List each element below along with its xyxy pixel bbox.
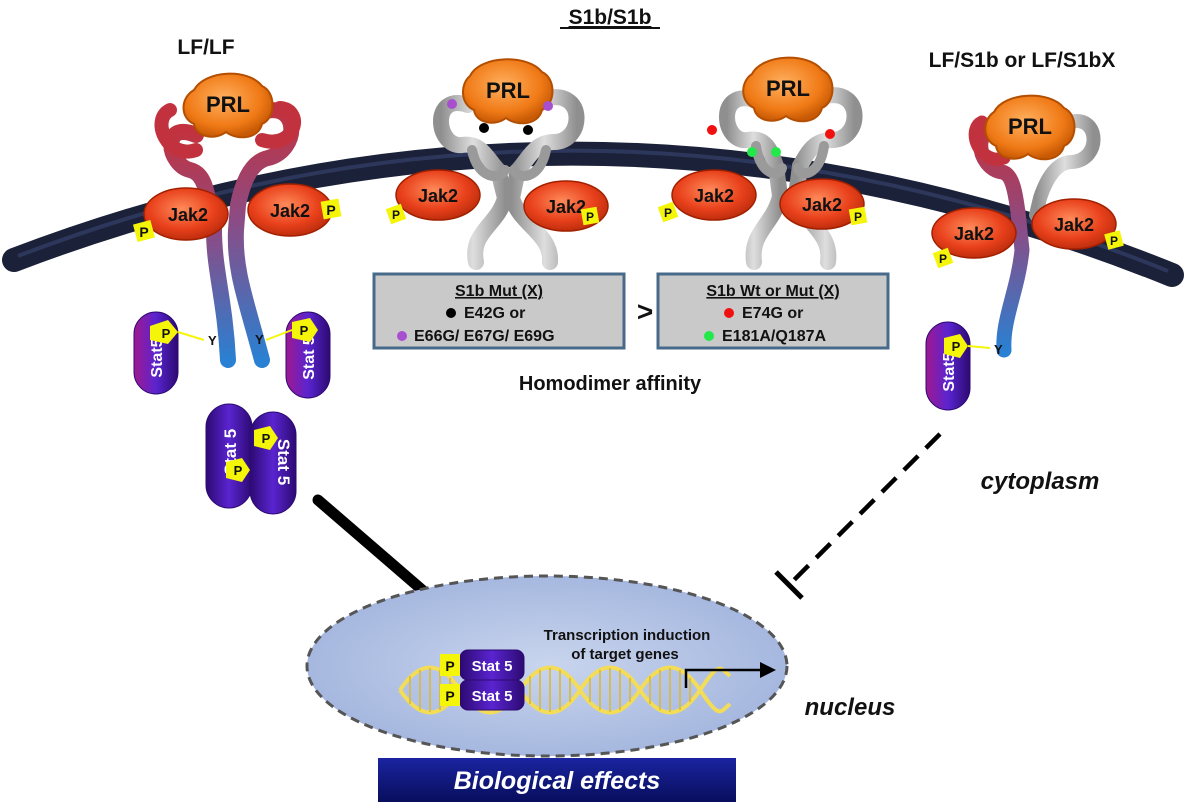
prl-ligand-3 xyxy=(742,56,834,123)
biological-effects-label: Biological effects xyxy=(454,767,661,795)
stat5-label-4: Stat5 xyxy=(941,352,958,391)
phospho-nuc-b: P xyxy=(445,688,454,704)
complex-s1b-wt: PRL Jak2 Jak2 P P xyxy=(657,56,868,270)
prl-label-2: PRL xyxy=(486,78,530,103)
phospho-2b: P xyxy=(586,210,594,224)
jak2-label-4a: Jak2 xyxy=(954,224,994,244)
mutation-box-right-line2: E181A/Q187A xyxy=(722,328,827,345)
stat5-nuclear-label-b: Stat 5 xyxy=(472,688,513,705)
phospho-1b: P xyxy=(326,202,335,218)
transcription-label-line2: of target genes xyxy=(571,646,679,663)
prl-ligand-2 xyxy=(462,58,554,125)
tyrosine-1b: Y xyxy=(255,332,264,347)
complex-s1b-mut: PRL Jak2 Jak2 P P xyxy=(385,58,609,270)
stat5-dimer-nuclear: Stat 5 Stat 5 P P xyxy=(440,649,525,711)
tyrosine-4: Y xyxy=(994,342,1003,357)
jak2-label-3a: Jak2 xyxy=(694,186,734,206)
phospho-4b: P xyxy=(1110,234,1118,248)
phospho-4a: P xyxy=(939,252,947,266)
heading-s1b-s1b: S1b/S1b xyxy=(569,6,652,29)
phospho-1a: P xyxy=(139,224,148,240)
jak2-4b xyxy=(1031,198,1117,250)
mut-dot-purple-2b xyxy=(543,101,553,111)
jak2-label-2b: Jak2 xyxy=(546,197,586,217)
phospho-3a: P xyxy=(664,206,672,220)
jak2-label-1a: Jak2 xyxy=(168,205,208,225)
heading-lf-s1b: LF/S1b or LF/S1bX xyxy=(929,49,1116,72)
stat5-dimer-label-1b: Stat 5 xyxy=(274,439,293,485)
stat5-label-1b: Stat 5 xyxy=(301,336,318,380)
mutation-box-right: S1b Wt or Mut (X) E74G or E181A/Q187A xyxy=(656,272,890,350)
prl-ligand-4 xyxy=(984,94,1076,161)
mut-dot-black-2a xyxy=(479,123,489,133)
mut-dot-green-3a xyxy=(747,147,757,157)
prl-label-4: PRL xyxy=(1008,114,1052,139)
mut-dot-purple-2a xyxy=(447,99,457,109)
jak2-3b xyxy=(779,178,865,230)
inhibition-line xyxy=(788,432,942,586)
mut-dot-red-3b xyxy=(825,129,835,139)
heading-lf-lf: LF/LF xyxy=(177,36,234,59)
affinity-comparator: > xyxy=(637,296,653,327)
stat5-label-1a: Stat5 xyxy=(149,338,166,377)
nucleus-label: nucleus xyxy=(805,694,896,721)
prl-ligand-1 xyxy=(182,72,274,139)
phospho-4c: P xyxy=(952,339,961,354)
jak2-label-2a: Jak2 xyxy=(418,186,458,206)
tyrosine-1a: Y xyxy=(208,333,217,348)
mutation-box-left-line1: E42G or xyxy=(464,305,525,322)
mutation-box-left-line2: E66G/ E67G/ E69G xyxy=(414,328,555,345)
complex-lf-lf: PRL Jak2 Jak2 P P Stat5 P Y Stat 5 P Y S… xyxy=(132,72,342,515)
legend-dot-red xyxy=(724,308,734,318)
jak2-1a xyxy=(143,187,229,241)
phospho-1d: P xyxy=(300,323,309,338)
phospho-nuc-a: P xyxy=(445,658,454,674)
legend-dot-black xyxy=(446,308,456,318)
transcription-label-line1: Transcription induction xyxy=(544,627,711,644)
homodimer-affinity-caption: Homodimer affinity xyxy=(519,373,702,395)
mut-dot-red-3a xyxy=(707,125,717,135)
mutation-box-right-line1: E74G or xyxy=(742,305,803,322)
jak2-label-1b: Jak2 xyxy=(270,201,310,221)
jak2-label-3b: Jak2 xyxy=(802,195,842,215)
stat5-nuclear-label-a: Stat 5 xyxy=(472,658,513,675)
legend-dot-green xyxy=(704,331,714,341)
prl-label-3: PRL xyxy=(766,76,810,101)
legend-dot-purple xyxy=(397,331,407,341)
biological-effects-banner xyxy=(378,758,736,802)
mutation-box-left: S1b Mut (X) E42G or E66G/ E67G/ E69G xyxy=(372,272,626,350)
jak2-2a xyxy=(395,169,481,221)
jak2-label-4b: Jak2 xyxy=(1054,215,1094,235)
phospho-3b: P xyxy=(854,210,862,224)
mutation-box-right-title: S1b Wt or Mut (X) xyxy=(706,283,839,300)
prl-label-1: PRL xyxy=(206,92,250,117)
cytoplasm-label: cytoplasm xyxy=(981,468,1100,495)
jak2-4a xyxy=(931,207,1017,259)
phospho-1f: P xyxy=(234,463,243,478)
mut-dot-green-3b xyxy=(771,147,781,157)
phospho-1e: P xyxy=(262,431,271,446)
mut-dot-black-2b xyxy=(523,125,533,135)
transcription-arrow xyxy=(684,668,760,688)
jak2-3a xyxy=(671,169,757,221)
mutation-box-left-title: S1b Mut (X) xyxy=(455,283,543,300)
inhibition-bar xyxy=(774,570,804,600)
complex-lf-s1b: PRL Jak2 Jak2 P P Stat5 P Y xyxy=(925,94,1124,411)
phospho-1c: P xyxy=(162,326,171,341)
phospho-2a: P xyxy=(392,208,400,222)
